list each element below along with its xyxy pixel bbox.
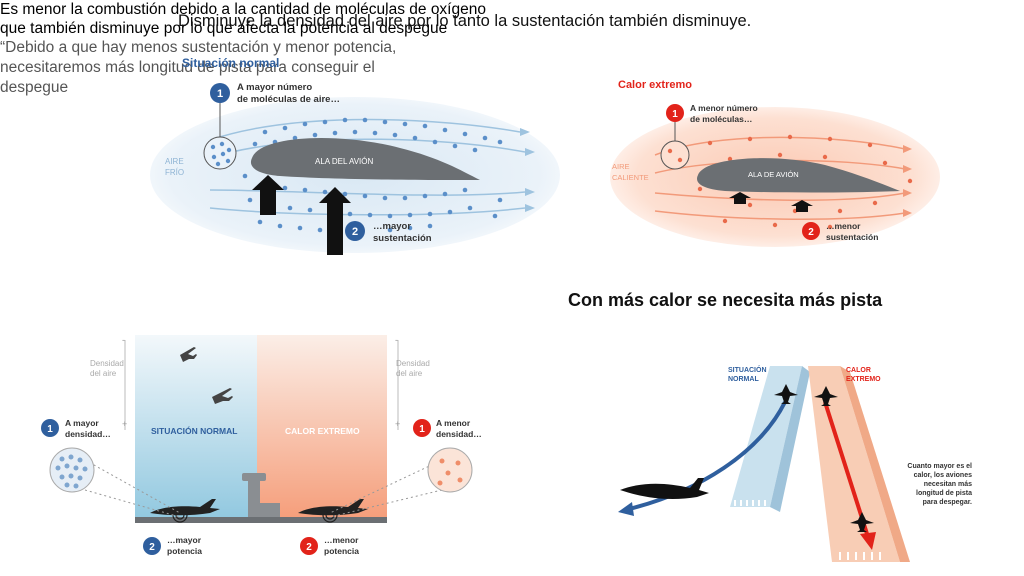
normal-trajectory	[624, 401, 787, 512]
svg-text:2: 2	[306, 542, 312, 553]
svg-text:Densidad: Densidad	[396, 359, 430, 368]
svg-text:de moléculas…: de moléculas…	[690, 114, 752, 124]
svg-text:A mayor número: A mayor número	[237, 82, 312, 93]
svg-text:-: -	[122, 335, 125, 345]
svg-text:calor, los aviones: calor, los aviones	[914, 472, 972, 479]
svg-text:SITUACIÓN NORMAL: SITUACIÓN NORMAL	[151, 425, 237, 436]
svg-text:…menor: …menor	[324, 535, 359, 545]
sparse-molecule-circle	[427, 447, 473, 493]
svg-text:ALA DE AVIÓN: ALA DE AVIÓN	[748, 170, 799, 179]
svg-text:para despegar.: para despegar.	[923, 499, 972, 506]
svg-text:+: +	[395, 419, 400, 429]
runway-quote: “Debido a que hay menos sustentación y m…	[0, 39, 397, 96]
combustion-paragraph: Es menor la combustión debido a la canti…	[0, 1, 486, 37]
svg-text:A menor número: A menor número	[690, 103, 758, 113]
cold-air-label-2: FRÍO	[165, 168, 184, 177]
runway-note: Cuanto mayor es el calor, los aviones ne…	[907, 463, 972, 506]
svg-text:densidad…: densidad…	[65, 429, 111, 439]
svg-text:SITUACIÓN: SITUACIÓN	[728, 365, 767, 374]
svg-text:necesitan más: necesitan más	[924, 481, 972, 488]
hot-badge-1	[666, 104, 684, 122]
streamline-arrowheads	[520, 128, 535, 212]
svg-text:de moléculas de aire…: de moléculas de aire…	[237, 94, 340, 105]
svg-text:Densidad: Densidad	[90, 359, 124, 368]
control-tower	[242, 473, 280, 517]
svg-text:+: +	[122, 419, 127, 429]
badge-2	[345, 221, 365, 241]
ground	[135, 517, 387, 523]
svg-text:potencia: potencia	[324, 546, 359, 556]
svg-text:-: -	[395, 335, 398, 345]
svg-text:1: 1	[672, 109, 678, 120]
svg-text:2: 2	[808, 227, 814, 238]
svg-text:NORMAL: NORMAL	[728, 376, 759, 383]
svg-text:AIRE: AIRE	[612, 162, 630, 171]
svg-text:CALIENTE: CALIENTE	[612, 173, 649, 182]
runway-diagram: SITUACIÓN NORMAL CALOR EXTREMO Cuanto ma…	[618, 365, 972, 562]
engine-power-diagram: - + - + Densidad del aire Densidad del a…	[41, 335, 482, 556]
cold-air-label-1: AIRE	[165, 157, 184, 166]
hot-badge-2	[802, 222, 820, 240]
svg-text:2: 2	[352, 226, 358, 238]
svg-text:sustentación: sustentación	[373, 233, 432, 244]
hot-wing-shape	[697, 158, 900, 193]
svg-text:del aire: del aire	[90, 369, 117, 378]
normal-sky-panel	[135, 335, 257, 523]
wing-shape	[250, 137, 480, 180]
svg-text:CALOR EXTREMO: CALOR EXTREMO	[285, 426, 360, 436]
svg-text:potencia: potencia	[167, 546, 202, 556]
svg-text:1: 1	[217, 88, 223, 100]
svg-text:Calor extremo: Calor extremo	[618, 79, 692, 91]
runway-heading: Con más calor se necesita más pista	[568, 290, 883, 310]
air-molecules-sparse	[697, 134, 913, 230]
runway-planes	[620, 384, 874, 532]
svg-text:…menor: …menor	[826, 221, 861, 231]
svg-text:CALOR: CALOR	[846, 367, 871, 374]
hot-molecule-zoom-circle	[660, 140, 690, 170]
svg-text:1: 1	[47, 424, 53, 435]
wing-normal-heading: Situación normal	[182, 56, 279, 70]
page-title: Disminuye la densidad del aire por lo ta…	[178, 12, 752, 30]
svg-text:EXTREMO: EXTREMO	[846, 376, 881, 383]
svg-text:2: 2	[149, 542, 155, 553]
wing-normal-diagram: Situación normal ALA DEL AVI	[150, 56, 560, 255]
svg-text:Cuanto mayor es el: Cuanto mayor es el	[907, 463, 972, 470]
air-molecules-dense	[242, 117, 503, 233]
lift-arrows-small	[729, 192, 813, 212]
svg-text:A mayor: A mayor	[65, 418, 99, 428]
svg-text:A menor: A menor	[436, 418, 471, 428]
svg-text:…mayor: …mayor	[373, 221, 411, 232]
svg-text:densidad…: densidad…	[436, 429, 482, 439]
wing-label: ALA DEL AVIÓN	[315, 157, 373, 166]
hot-sky-panel	[257, 335, 387, 523]
svg-text:…mayor: …mayor	[167, 535, 202, 545]
svg-text:longitud de pista: longitud de pista	[916, 490, 972, 497]
wing-hot-diagram: Calor extremo ALA DE AVIÓN AIRE CALIENTE…	[610, 79, 940, 247]
svg-text:del aire: del aire	[396, 369, 423, 378]
svg-text:1: 1	[419, 424, 425, 435]
badge-1	[210, 83, 230, 103]
svg-text:sustentación: sustentación	[826, 232, 878, 242]
sky-planes	[180, 347, 233, 404]
ground-planes	[150, 499, 368, 516]
lift-arrows-large	[252, 175, 351, 255]
